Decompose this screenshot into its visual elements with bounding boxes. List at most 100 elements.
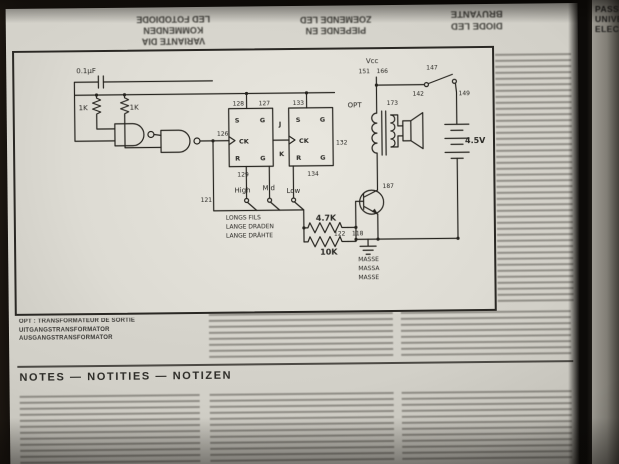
ground-symbol [359, 238, 377, 255]
pin-122: 122 [334, 230, 346, 237]
pin-166: 166 [377, 68, 389, 75]
resistor-1k-a [91, 94, 102, 117]
power-switch-contact-right [451, 78, 457, 84]
body-text-column-bottom-right [401, 390, 573, 462]
pin-128: 128 [233, 101, 245, 108]
pin-126: 126 [217, 131, 229, 138]
transformer-core [381, 110, 387, 156]
capacitor-value-label: 0.1µF [76, 67, 96, 75]
body-text-block-mid-right [400, 310, 572, 360]
body-text-column-bottom-middle [209, 391, 395, 464]
range-switch: High Mid Low LONGS FILS LANGE DRADEN LAN… [226, 184, 305, 240]
top-header-left-line3: LED FOTODIODE [136, 13, 211, 25]
switch-blades [247, 201, 305, 211]
top-header-middle: PIEPENDE EN ZOEMENDE LED [276, 13, 396, 36]
top-header-right-line2: BRUYANTE [450, 7, 503, 20]
resistor-1k-b [119, 94, 130, 117]
flipflop-2-g-top: G [320, 116, 325, 124]
nand-gate-1-bubble [147, 130, 155, 139]
pin-142: 142 [412, 91, 424, 98]
mid-label: Mid [262, 184, 275, 192]
figure-caption: OPT : TRANSFORMATEUR DE SORTIE UITGANGST… [19, 317, 135, 344]
schematic-figure-box: 0.1µF 1K 1K S G CK R [12, 45, 497, 316]
low-label: Low [286, 187, 300, 195]
flipflop-1-ck: CK [239, 137, 250, 145]
transformer-secondary-coil [390, 114, 396, 148]
pin-118: 118 [352, 230, 364, 237]
pin-132: 132 [336, 139, 348, 146]
top-header-left-line2: KOMMENDEN [143, 24, 204, 36]
flipflop-1-g-top: G [260, 116, 265, 124]
flipflop-2-j: J [278, 120, 282, 128]
figure-caption-line1: OPT : TRANSFORMATEUR DE SORTIE [18, 317, 136, 325]
body-text-column-right [495, 53, 574, 302]
flipflop-2-s: S [296, 116, 301, 124]
resistor-1k-b-label: 1K [130, 104, 140, 112]
pin-173: 173 [387, 100, 399, 107]
flipflop-2: J K S G CK R G [278, 106, 334, 167]
horizontal-rule [17, 360, 574, 368]
flipflop-1-g-bot: G [260, 154, 265, 162]
top-header-left-line1: VARIANTE DIA [141, 35, 206, 47]
ground-label-it: MASSA [358, 265, 380, 272]
power-switch-contact-left [423, 82, 430, 88]
top-header-right-line1: DIODE LED [450, 19, 503, 32]
flipflop-2-r: R [296, 154, 301, 162]
flipflop-1-s: S [235, 117, 240, 125]
ground-label-de: MASSE [358, 274, 379, 281]
adjacent-page-line3: ELEC [595, 24, 619, 34]
opt-label: OPT [348, 101, 363, 109]
book-gutter-shadow [568, 0, 594, 464]
flipflop-2-clock-triangle [288, 135, 296, 145]
top-header-right: DIODE LED BRUYANTE [418, 6, 536, 32]
adjacent-page-line1: PASS [595, 4, 619, 14]
output-stage: 4.7K 10K 187 [303, 183, 394, 257]
pin-149: 149 [458, 90, 470, 97]
flipflop-1-clock-triangle [228, 136, 236, 146]
ground-label-fr: MASSE [358, 256, 379, 263]
flipflop-2-ck: CK [299, 137, 310, 145]
nand-gate-2-bubble [193, 137, 201, 145]
notes-heading: NOTES — NOTITIES — NOTIZEN [19, 369, 233, 384]
transformer-primary-coil [371, 112, 378, 154]
oscillator-section: 0.1µF 1K 1K [76, 67, 201, 153]
resistor-10k [303, 235, 349, 248]
pin-151: 151 [359, 68, 371, 75]
pin-187: 187 [382, 183, 394, 190]
pin-134: 134 [307, 171, 319, 178]
junction-dots [94, 83, 460, 241]
high-contact [244, 197, 250, 204]
top-header-middle-line1: PIEPENDE EN [305, 25, 367, 36]
capacitor [97, 75, 105, 89]
body-text-block-mid-left [208, 311, 394, 362]
figure-caption-line3: AUSGANGSTRANSFORMATOR [19, 334, 113, 342]
nand-gate-2 [160, 129, 191, 153]
power-switch-blade [427, 73, 453, 85]
battery-voltage-label: 4.5V [465, 136, 486, 145]
long-wires-label-nl: LANGE DRADEN [226, 223, 274, 231]
flipflop-2-g-bot: G [320, 154, 325, 162]
transformer-speaker: OPT 173 [348, 100, 424, 156]
body-text-column-bottom-left [19, 393, 201, 464]
flipflop-2-k: K [279, 150, 285, 158]
pin-147: 147 [426, 64, 438, 71]
book-page: VARIANTE DIA KOMMENDEN LED FOTODIODE PIE… [5, 3, 583, 464]
long-wires-label-fr: LONGS FILS [226, 214, 261, 221]
nand-gate-1 [114, 123, 145, 147]
pin-121: 121 [201, 197, 213, 204]
pin-127: 127 [259, 100, 271, 107]
power-section: Vcc 151 166 147 142 149 4.5V [359, 57, 486, 159]
resistor-4k7-label: 4.7K [316, 214, 337, 223]
vcc-label: Vcc [366, 57, 379, 65]
flipflop-1: S G CK R G [228, 107, 274, 168]
top-header-left: VARIANTE DIA KOMMENDEN LED FOTODIODE [106, 13, 241, 47]
low-contact [291, 197, 297, 203]
pin-129: 129 [237, 171, 249, 178]
top-header-middle-line2: ZOEMENDE LED [299, 14, 372, 25]
resistor-10k-label: 10K [320, 248, 338, 257]
high-label: High [234, 186, 250, 194]
